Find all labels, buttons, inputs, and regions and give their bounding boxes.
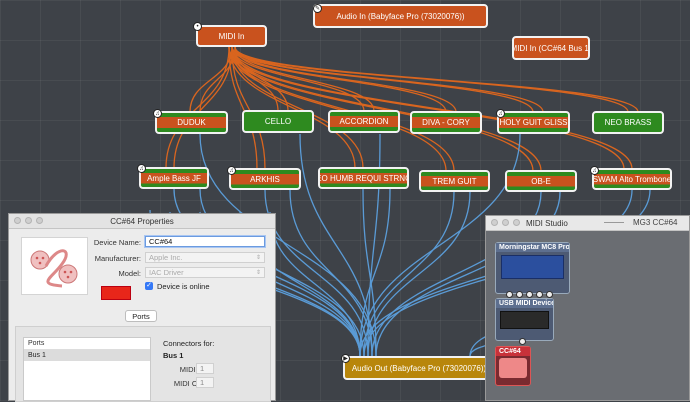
chevron-updown-icon: ⇕: [255, 270, 261, 276]
ports-tab-button[interactable]: Ports: [125, 310, 157, 322]
properties-window: CC#64 Properties Device Name: CC#64 Manu…: [8, 213, 276, 402]
window-controls: [491, 219, 520, 226]
midi-studio-titlebar[interactable]: MIDI Studio MG3 CC#64: [486, 216, 689, 231]
instrument-ob-e[interactable]: OB-E: [505, 170, 577, 192]
instrument-icon: ♫: [227, 166, 236, 175]
instrument-icon: ♫: [590, 166, 599, 175]
model-select[interactable]: IAC Driver⇕: [145, 267, 265, 278]
minimize-icon[interactable]: [502, 219, 509, 226]
zoom-icon[interactable]: [36, 217, 43, 224]
connectors-label: Connectors for:: [163, 339, 215, 348]
play-icon[interactable]: ▶: [341, 354, 350, 363]
audio-out-label: Audio Out (Babyface Pro (73020076)): [351, 363, 487, 373]
instrument-holy-guit-gliss[interactable]: HOLY GUIT GLISS: [497, 111, 570, 134]
chevron-updown-icon: ⇕: [255, 255, 261, 261]
midi-in-bus-label: MIDI In (CC#64 Bus 1): [512, 43, 590, 53]
manufacturer-select[interactable]: Apple Inc.⇕: [145, 252, 265, 263]
midi-cable-icon: [30, 249, 78, 288]
online-label: Device is online: [157, 282, 210, 291]
midi-studio-title: MIDI Studio: [526, 218, 568, 228]
audio-out-node[interactable]: Audio Out (Babyface Pro (73020076)): [343, 356, 495, 380]
midi-in-count-label: MIDI In:: [179, 365, 206, 374]
device-image: [500, 311, 549, 329]
properties-title: CC#64 Properties: [110, 216, 174, 226]
ports-list[interactable]: Ports Bus 1: [23, 337, 151, 401]
device-cc64[interactable]: CC#64: [495, 346, 531, 386]
instrument-accordion[interactable]: ACCORDION: [328, 110, 400, 133]
ports-list-header: Ports: [24, 338, 150, 350]
online-checkbox[interactable]: ✓: [145, 282, 153, 290]
close-icon[interactable]: [14, 217, 21, 224]
instrument-icon: ♫: [137, 164, 146, 173]
connectors-port: Bus 1: [163, 351, 184, 360]
midi-in-label: MIDI In: [218, 31, 245, 41]
port-connector[interactable]: [526, 291, 533, 298]
zoom-slider[interactable]: [604, 222, 624, 223]
instrument-cello[interactable]: CELLO: [242, 110, 314, 133]
midi-out-count-field[interactable]: 1: [196, 377, 214, 388]
ports-panel: Ports Bus 1 Connectors for: Bus 1 MIDI I…: [15, 326, 271, 402]
pencil-icon[interactable]: ✎: [313, 4, 322, 13]
instrument-duduk[interactable]: DUDUK: [155, 111, 228, 134]
midi-out-count-label: MIDI Out:: [173, 379, 206, 388]
audio-in-label: Audio In (Babyface Pro (73020076)): [336, 11, 465, 21]
device-color-swatch[interactable]: [101, 286, 131, 300]
instrument-trem-guit[interactable]: TREM GUIT: [419, 170, 490, 192]
instrument-icon: ♫: [153, 109, 162, 118]
device-image: [21, 237, 88, 295]
audio-in-node[interactable]: Audio In (Babyface Pro (73020076)): [313, 4, 488, 28]
device-name-field[interactable]: CC#64: [145, 236, 265, 247]
device-name-label: Device Name:: [93, 238, 141, 247]
instrument-ample-bass[interactable]: Ample Bass JF: [139, 167, 209, 189]
midi-in-node[interactable]: MIDI In: [196, 25, 267, 47]
port-connector[interactable]: [519, 338, 526, 345]
midi-in-count-field[interactable]: 1: [196, 363, 214, 374]
instrument-diva-cory[interactable]: DIVA - CORY: [410, 111, 482, 134]
device-usb-midi[interactable]: USB MIDI Device: [495, 298, 554, 341]
window-controls: [14, 217, 43, 224]
config-name: MG3 CC#64: [633, 218, 678, 227]
port-connector[interactable]: [506, 291, 513, 298]
plugin-icon[interactable]: •: [193, 22, 202, 31]
close-icon[interactable]: [491, 219, 498, 226]
device-image: [499, 358, 527, 378]
instrument-icon: ♫: [496, 109, 505, 118]
port-connector[interactable]: [546, 291, 553, 298]
properties-titlebar[interactable]: CC#64 Properties: [9, 214, 275, 229]
port-connector[interactable]: [536, 291, 543, 298]
ports-list-item[interactable]: Bus 1: [24, 350, 150, 361]
instrument-neo-humb[interactable]: NEO HUMB REQUI STRNGS: [318, 167, 409, 189]
midi-studio-window: MIDI Studio MG3 CC#64 Morningstar MC8 Pr…: [485, 215, 690, 401]
manufacturer-label: Manufacturer:: [94, 254, 141, 263]
instrument-arkhis[interactable]: ARKHIS: [229, 168, 301, 190]
device-image: [501, 255, 564, 279]
minimize-icon[interactable]: [25, 217, 32, 224]
instrument-swam-alto[interactable]: SWAM Alto Trombone: [592, 168, 672, 190]
port-connector[interactable]: [516, 291, 523, 298]
zoom-icon[interactable]: [513, 219, 520, 226]
midi-in-bus-node[interactable]: MIDI In (CC#64 Bus 1): [512, 36, 590, 60]
model-label: Model:: [118, 269, 141, 278]
device-morningstar[interactable]: Morningstar MC8 Pro: [495, 242, 570, 294]
instrument-neo-brass[interactable]: NEO BRASS: [592, 111, 664, 134]
